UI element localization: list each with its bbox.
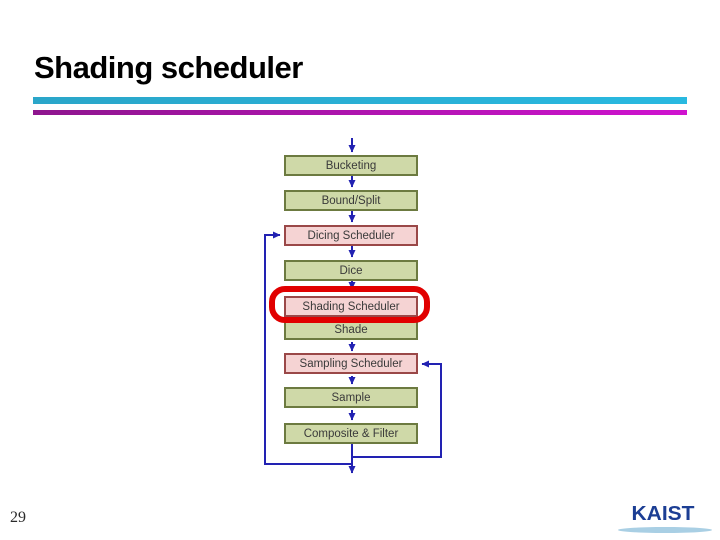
flow-node-dicing-scheduler: Dicing Scheduler: [284, 225, 418, 246]
flow-node-label: Sampling Scheduler: [299, 357, 403, 370]
flow-node-sampling-scheduler: Sampling Scheduler: [284, 353, 418, 374]
kaist-logo-swoosh: [618, 527, 712, 533]
flow-node-label: Shade: [334, 323, 368, 336]
title-rule-magenta: [33, 110, 687, 115]
flow-node-bucketing: Bucketing: [284, 155, 418, 176]
title-rule-cyan: [33, 97, 687, 104]
flow-node-dice: Dice: [284, 260, 418, 281]
flow-node-label: Bucketing: [325, 159, 377, 172]
kaist-logo: KAIST: [615, 500, 715, 536]
page-number: 29: [10, 509, 26, 526]
flow-node-label: Sample: [331, 391, 371, 404]
flow-node-bound-split: Bound/Split: [284, 190, 418, 211]
flow-node-label: Bound/Split: [321, 194, 381, 207]
flow-node-label: Dicing Scheduler: [307, 229, 395, 242]
kaist-logo-text: KAIST: [631, 503, 695, 525]
flow-node-composite-filter: Composite & Filter: [284, 423, 418, 444]
slide-title: Shading scheduler: [34, 50, 303, 85]
flow-node-label: Composite & Filter: [303, 427, 399, 440]
flow-node-sample: Sample: [284, 387, 418, 408]
shading-scheduler-highlight-ring: [269, 286, 430, 323]
flow-node-label: Dice: [339, 264, 363, 277]
